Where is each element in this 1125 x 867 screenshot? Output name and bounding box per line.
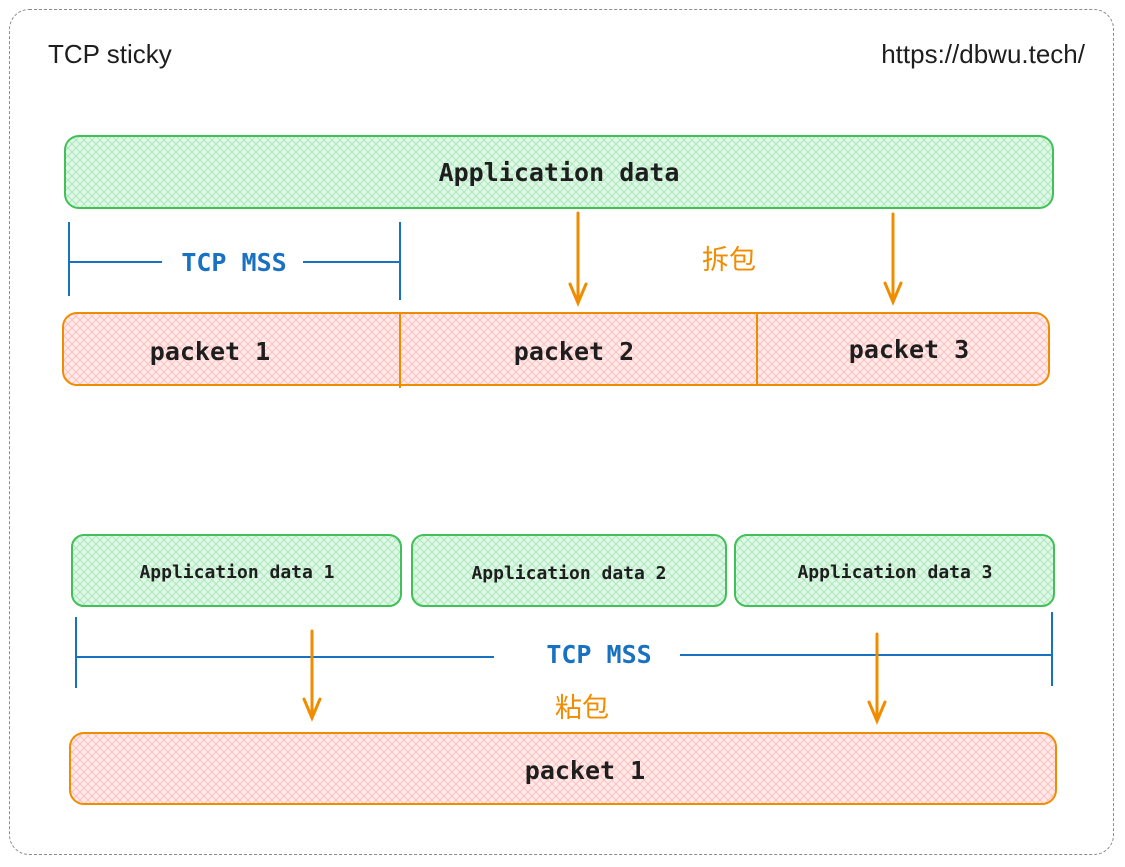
- unpacking-section: Application data TCP MSS 拆包 packet 1 pac…: [62, 135, 1054, 388]
- application-data-1-block: [71, 534, 402, 607]
- application-data-1-label: Application data 1: [139, 562, 334, 583]
- sticky-packet-label: packet 1: [525, 756, 645, 785]
- split-label: 拆包: [702, 245, 756, 276]
- application-data-3-block: [734, 534, 1055, 607]
- split-arrow-1: [568, 211, 588, 307]
- tcp-mss-label-sticky: TCP MSS: [546, 640, 651, 669]
- packet-row: [62, 312, 1050, 386]
- application-data-2-block: [411, 534, 727, 607]
- tcp-mss-bracket: [68, 222, 401, 300]
- source-url: https://dbwu.tech/: [881, 39, 1085, 69]
- tcp-mss-bracket-sticky: [75, 612, 1053, 688]
- packet-3-label: packet 3: [849, 335, 969, 364]
- application-data-3-label: Application data 3: [797, 562, 992, 583]
- packet-2-label: packet 2: [514, 337, 634, 366]
- application-data-block: [64, 135, 1054, 209]
- tcp-mss-label: TCP MSS: [181, 248, 286, 277]
- merge-label: 粘包: [555, 693, 609, 724]
- sticky-section: Application data 1 Application data 2 Ap…: [69, 534, 1057, 805]
- diagram-title: TCP sticky: [48, 39, 172, 69]
- application-data-2-label: Application data 2: [471, 563, 666, 584]
- merge-arrow-2: [867, 632, 887, 725]
- application-data-label: Application data: [439, 158, 680, 187]
- sticky-packet-block: [69, 732, 1057, 805]
- diagram-frame: [9, 9, 1114, 855]
- merge-arrow-1: [302, 629, 322, 722]
- split-arrow-2: [883, 212, 903, 306]
- packet-1-label: packet 1: [150, 337, 270, 366]
